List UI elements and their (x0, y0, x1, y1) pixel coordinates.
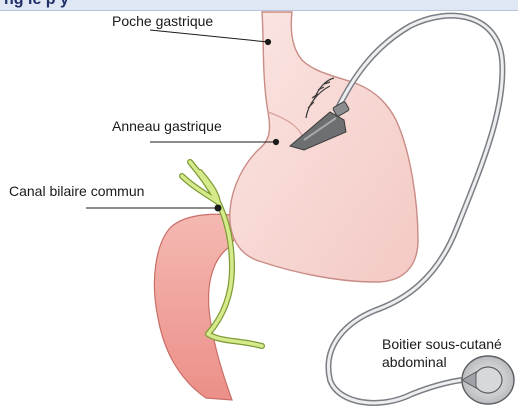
label-anneau-gastrique: Anneau gastrique (112, 118, 222, 134)
stomach-body (230, 12, 418, 282)
label-poche-gastrique: Poche gastrique (112, 13, 213, 29)
label-canal-bilaire: Canal bilaire commun (9, 183, 144, 199)
label-boitier: Boitier sous-cutané abdominal (382, 335, 502, 371)
label-boitier-line1: Boitier sous-cutané (382, 335, 502, 353)
label-boitier-line2: abdominal (382, 353, 502, 371)
